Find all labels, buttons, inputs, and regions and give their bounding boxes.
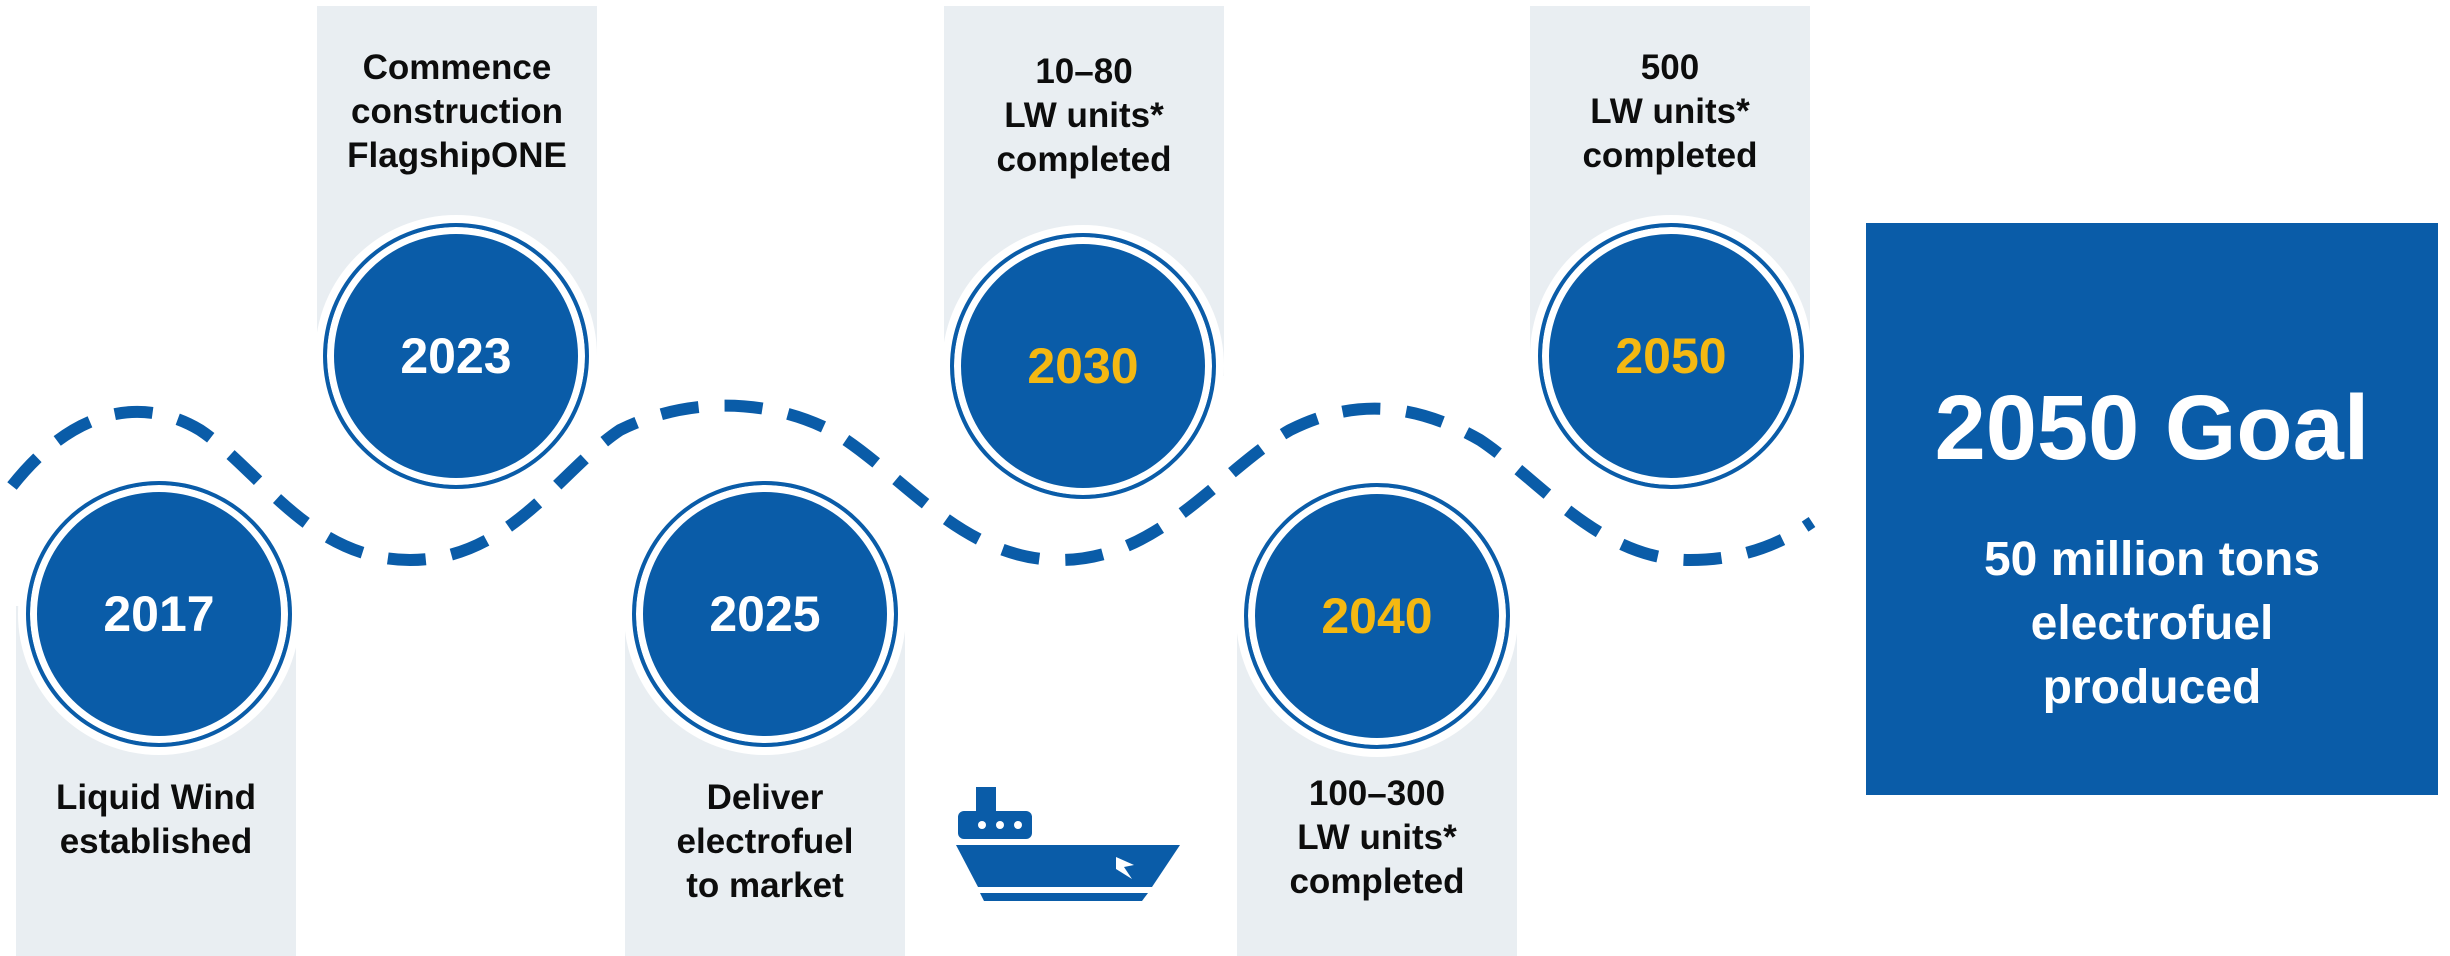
caption-line: electrofuel: [676, 822, 854, 861]
milestone-circle-2040: 2040: [1244, 483, 1510, 749]
milestone-caption-2050: 500 LW units* completed: [1530, 46, 1810, 178]
caption-line: LW units*: [1590, 92, 1750, 131]
caption-line: Deliver: [706, 778, 824, 817]
milestone-caption-2040: 100–300 LW units* completed: [1237, 772, 1517, 904]
goal-subtitle: 50 million tons electrofuel produced: [1866, 528, 2438, 720]
year-label: 2023: [400, 328, 512, 384]
year-label: 2050: [1615, 328, 1727, 384]
caption-line: 500: [1640, 48, 1700, 87]
milestone-circle-2017: 2017: [26, 481, 292, 747]
caption-line: LW units*: [1004, 96, 1164, 135]
milestone-caption-2030: 10–80 LW units* completed: [944, 50, 1224, 182]
caption-line: completed: [1289, 862, 1465, 901]
milestone-caption-2017: Liquid Wind established: [16, 776, 296, 864]
caption-line: 100–300: [1308, 774, 1446, 813]
caption-line: LW units*: [1297, 818, 1457, 857]
year-label: 2030: [1027, 338, 1139, 394]
goal-box: 2050 Goal 50 million tons electrofuel pr…: [1866, 223, 2438, 795]
caption-line: FlagshipONE: [347, 136, 567, 175]
goal-subtitle-line: produced: [2042, 661, 2262, 714]
caption-line: Liquid Wind: [56, 778, 256, 817]
year-label: 2017: [103, 586, 215, 642]
milestone-caption-2025: Deliver electrofuel to market: [625, 776, 905, 908]
goal-subtitle-line: 50 million tons: [1983, 533, 2321, 586]
milestone-circle-2030: 2030: [950, 233, 1216, 499]
caption-line: completed: [1582, 136, 1758, 175]
milestone-caption-2023: Commence construction FlagshipONE: [317, 46, 597, 178]
caption-line: to market: [686, 866, 844, 905]
cargo-ship-icon: [956, 787, 1180, 901]
caption-line: 10–80: [1035, 52, 1133, 91]
year-label: 2025: [709, 586, 821, 642]
caption-line: established: [59, 822, 253, 861]
goal-subtitle-line: electrofuel: [2030, 597, 2274, 650]
goal-title: 2050 Goal: [1934, 377, 2370, 479]
caption-line: construction: [351, 92, 563, 131]
year-label: 2040: [1321, 588, 1433, 644]
milestone-circle-2050: 2050: [1538, 223, 1804, 489]
caption-line: Commence: [362, 48, 552, 87]
caption-line: completed: [996, 140, 1172, 179]
milestone-circle-2025: 2025: [632, 481, 898, 747]
milestone-circle-2023: 2023: [323, 223, 589, 489]
